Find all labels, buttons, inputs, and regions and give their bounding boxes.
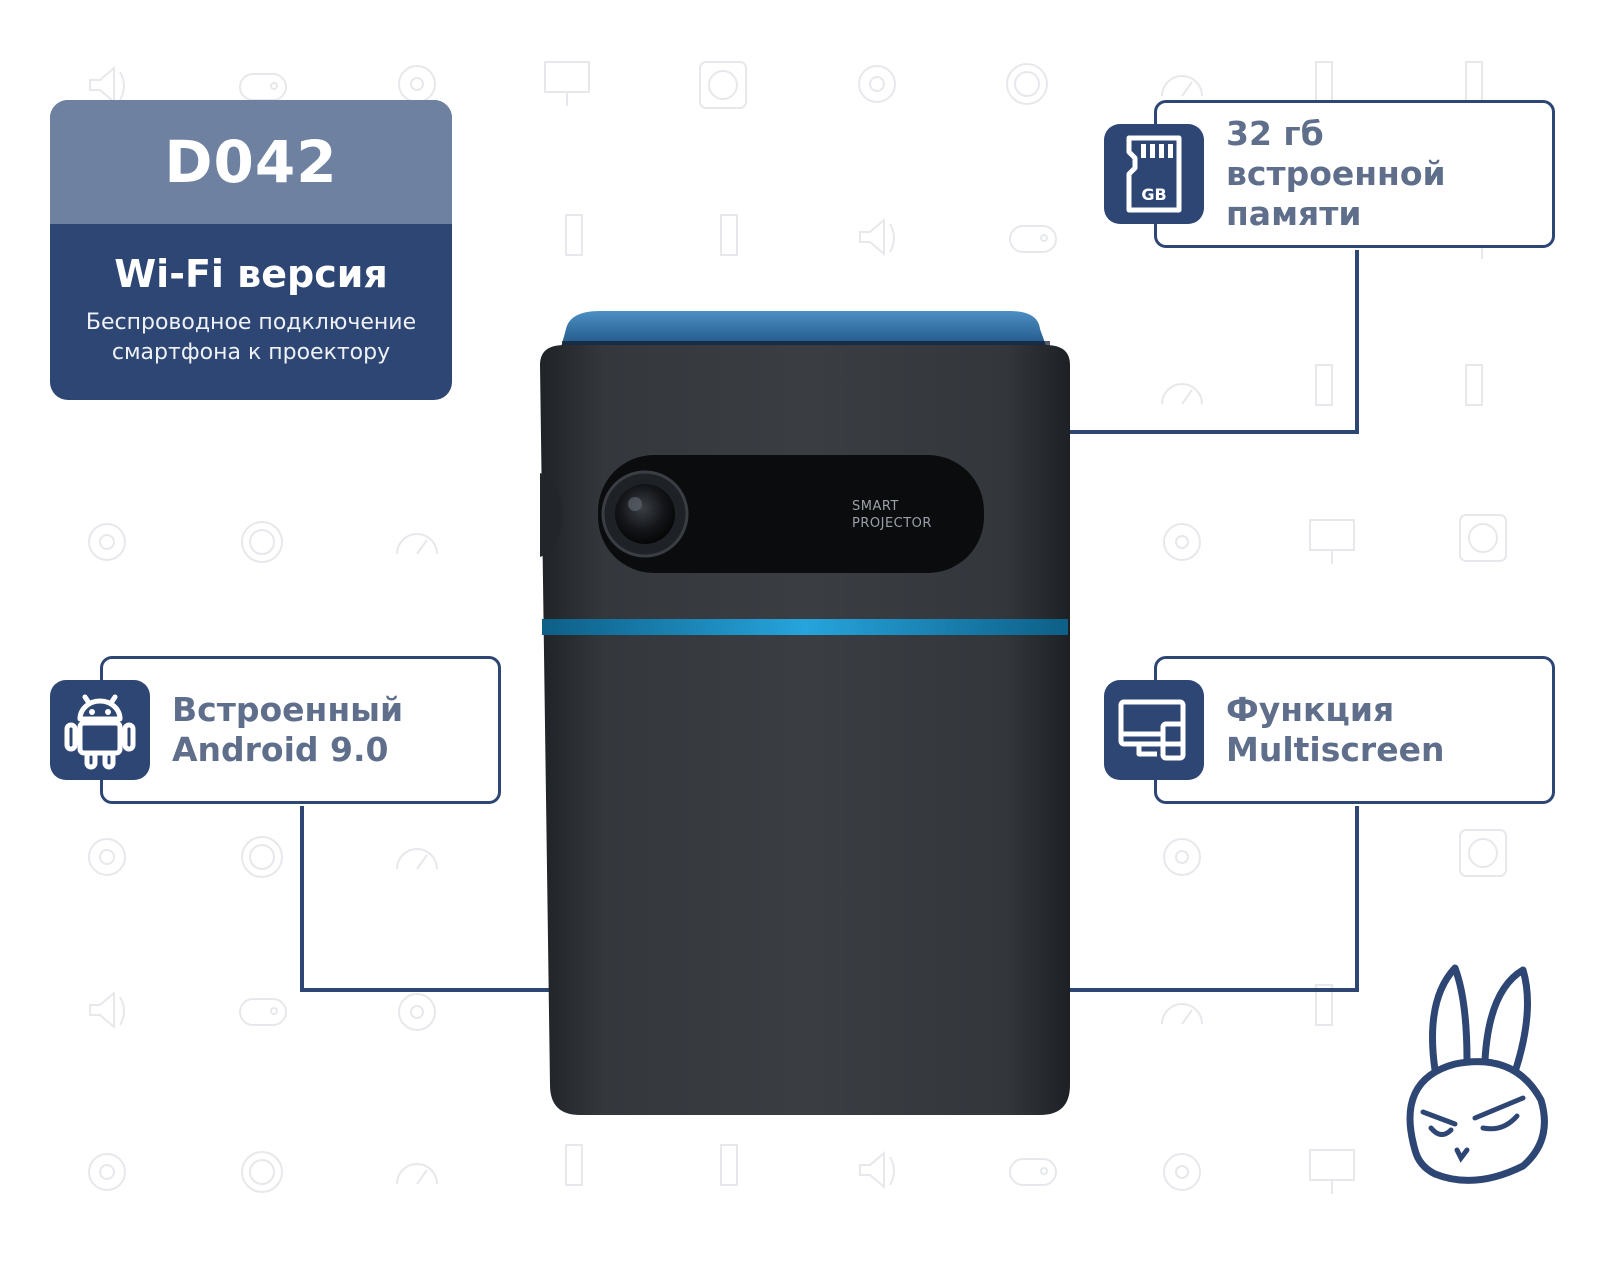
feature-android-line-1: Встроенный xyxy=(172,690,404,729)
feature-memory-box xyxy=(1154,100,1555,248)
device-lens-panel xyxy=(598,455,984,573)
device-label-line-1: SMART xyxy=(852,499,899,514)
multiscreen-icon xyxy=(1104,680,1204,780)
gauge-icon xyxy=(1161,75,1203,97)
usb-icon xyxy=(565,1144,583,1186)
model-name: D042 xyxy=(164,128,338,196)
feature-multiscreen-text: Функция Multiscreen xyxy=(1226,656,1535,804)
lens-icon xyxy=(241,836,283,878)
gauge-icon xyxy=(1161,383,1203,405)
gear-icon xyxy=(88,838,126,876)
device-blue-band xyxy=(542,619,1068,635)
feature-memory-line-2: памяти xyxy=(1226,194,1362,233)
fan-icon xyxy=(1459,514,1507,562)
gear-icon xyxy=(858,65,896,103)
gauge-icon xyxy=(1161,1003,1203,1025)
sd-card-gb-label: GB xyxy=(1141,185,1166,204)
feature-memory-text: 32 гб встроенной памяти xyxy=(1226,100,1535,248)
feature-memory-line-1: 32 гб встроенной xyxy=(1226,114,1446,193)
usb-icon xyxy=(1315,984,1333,1026)
lens-icon xyxy=(1006,63,1048,105)
android-icon xyxy=(50,680,150,780)
speaker-icon xyxy=(859,217,895,257)
feature-android-text: Встроенный Android 9.0 xyxy=(172,656,481,804)
feature-multiscreen-line-1: Функция xyxy=(1226,690,1395,729)
target-icon xyxy=(1163,523,1201,561)
presentation-icon xyxy=(544,61,590,106)
fan-icon xyxy=(1459,829,1507,877)
usb-icon xyxy=(565,214,583,256)
feature-android: Встроенный Android 9.0 xyxy=(50,656,501,804)
gamepad-icon xyxy=(1009,1158,1057,1186)
device-side-button xyxy=(540,473,562,557)
gauge-icon xyxy=(396,533,438,555)
connector-multiscreen xyxy=(1060,806,1359,992)
gauge-icon xyxy=(396,848,438,870)
usb-icon xyxy=(1465,364,1483,406)
gamepad-icon xyxy=(239,998,287,1026)
feature-multiscreen: Функция Multiscreen xyxy=(1104,656,1555,804)
title-card-header: D042 xyxy=(50,100,452,224)
presentation-icon xyxy=(1309,1149,1355,1194)
speaker-icon xyxy=(859,1150,895,1190)
bunny-mascot-logo xyxy=(1406,964,1548,1184)
gamepad-icon xyxy=(1009,225,1057,253)
target-icon xyxy=(1163,1153,1201,1191)
usb-icon xyxy=(720,214,738,256)
feature-multiscreen-box xyxy=(1154,656,1555,804)
description-line-1: Беспроводное подключение xyxy=(85,310,417,335)
speaker-icon xyxy=(89,990,125,1030)
gauge-icon xyxy=(396,1163,438,1185)
feature-multiscreen-line-2: Multiscreen xyxy=(1226,730,1445,769)
version-description: Беспроводное подключение смартфона к про… xyxy=(50,308,452,368)
lens-icon xyxy=(241,1151,283,1193)
projector-device: SMART PROJECTOR xyxy=(540,311,1070,1115)
version-label: Wi-Fi версия xyxy=(114,252,388,296)
title-card-body: Wi-Fi версия Беспроводное подключение см… xyxy=(50,252,452,368)
device-label-line-2: PROJECTOR xyxy=(852,516,932,531)
sd-card-icon: GB xyxy=(1104,124,1204,224)
presentation-icon xyxy=(1309,519,1355,564)
gear-icon xyxy=(88,1153,126,1191)
title-card: D042 Wi-Fi версия Беспроводное подключен… xyxy=(50,100,452,400)
feature-android-box xyxy=(100,656,501,804)
description-line-2: смартфона к проектору xyxy=(111,340,391,365)
lens-icon xyxy=(241,521,283,563)
gear-icon xyxy=(88,523,126,561)
usb-icon xyxy=(1315,364,1333,406)
usb-icon xyxy=(720,1144,738,1186)
connector-memory xyxy=(1062,250,1359,434)
target-icon xyxy=(1163,838,1201,876)
target-icon xyxy=(398,993,436,1031)
feature-memory: GB 32 гб встроенной памяти xyxy=(1104,100,1555,248)
feature-android-line-2: Android 9.0 xyxy=(172,730,389,769)
fan-icon xyxy=(699,61,747,109)
connector-android xyxy=(300,806,560,992)
